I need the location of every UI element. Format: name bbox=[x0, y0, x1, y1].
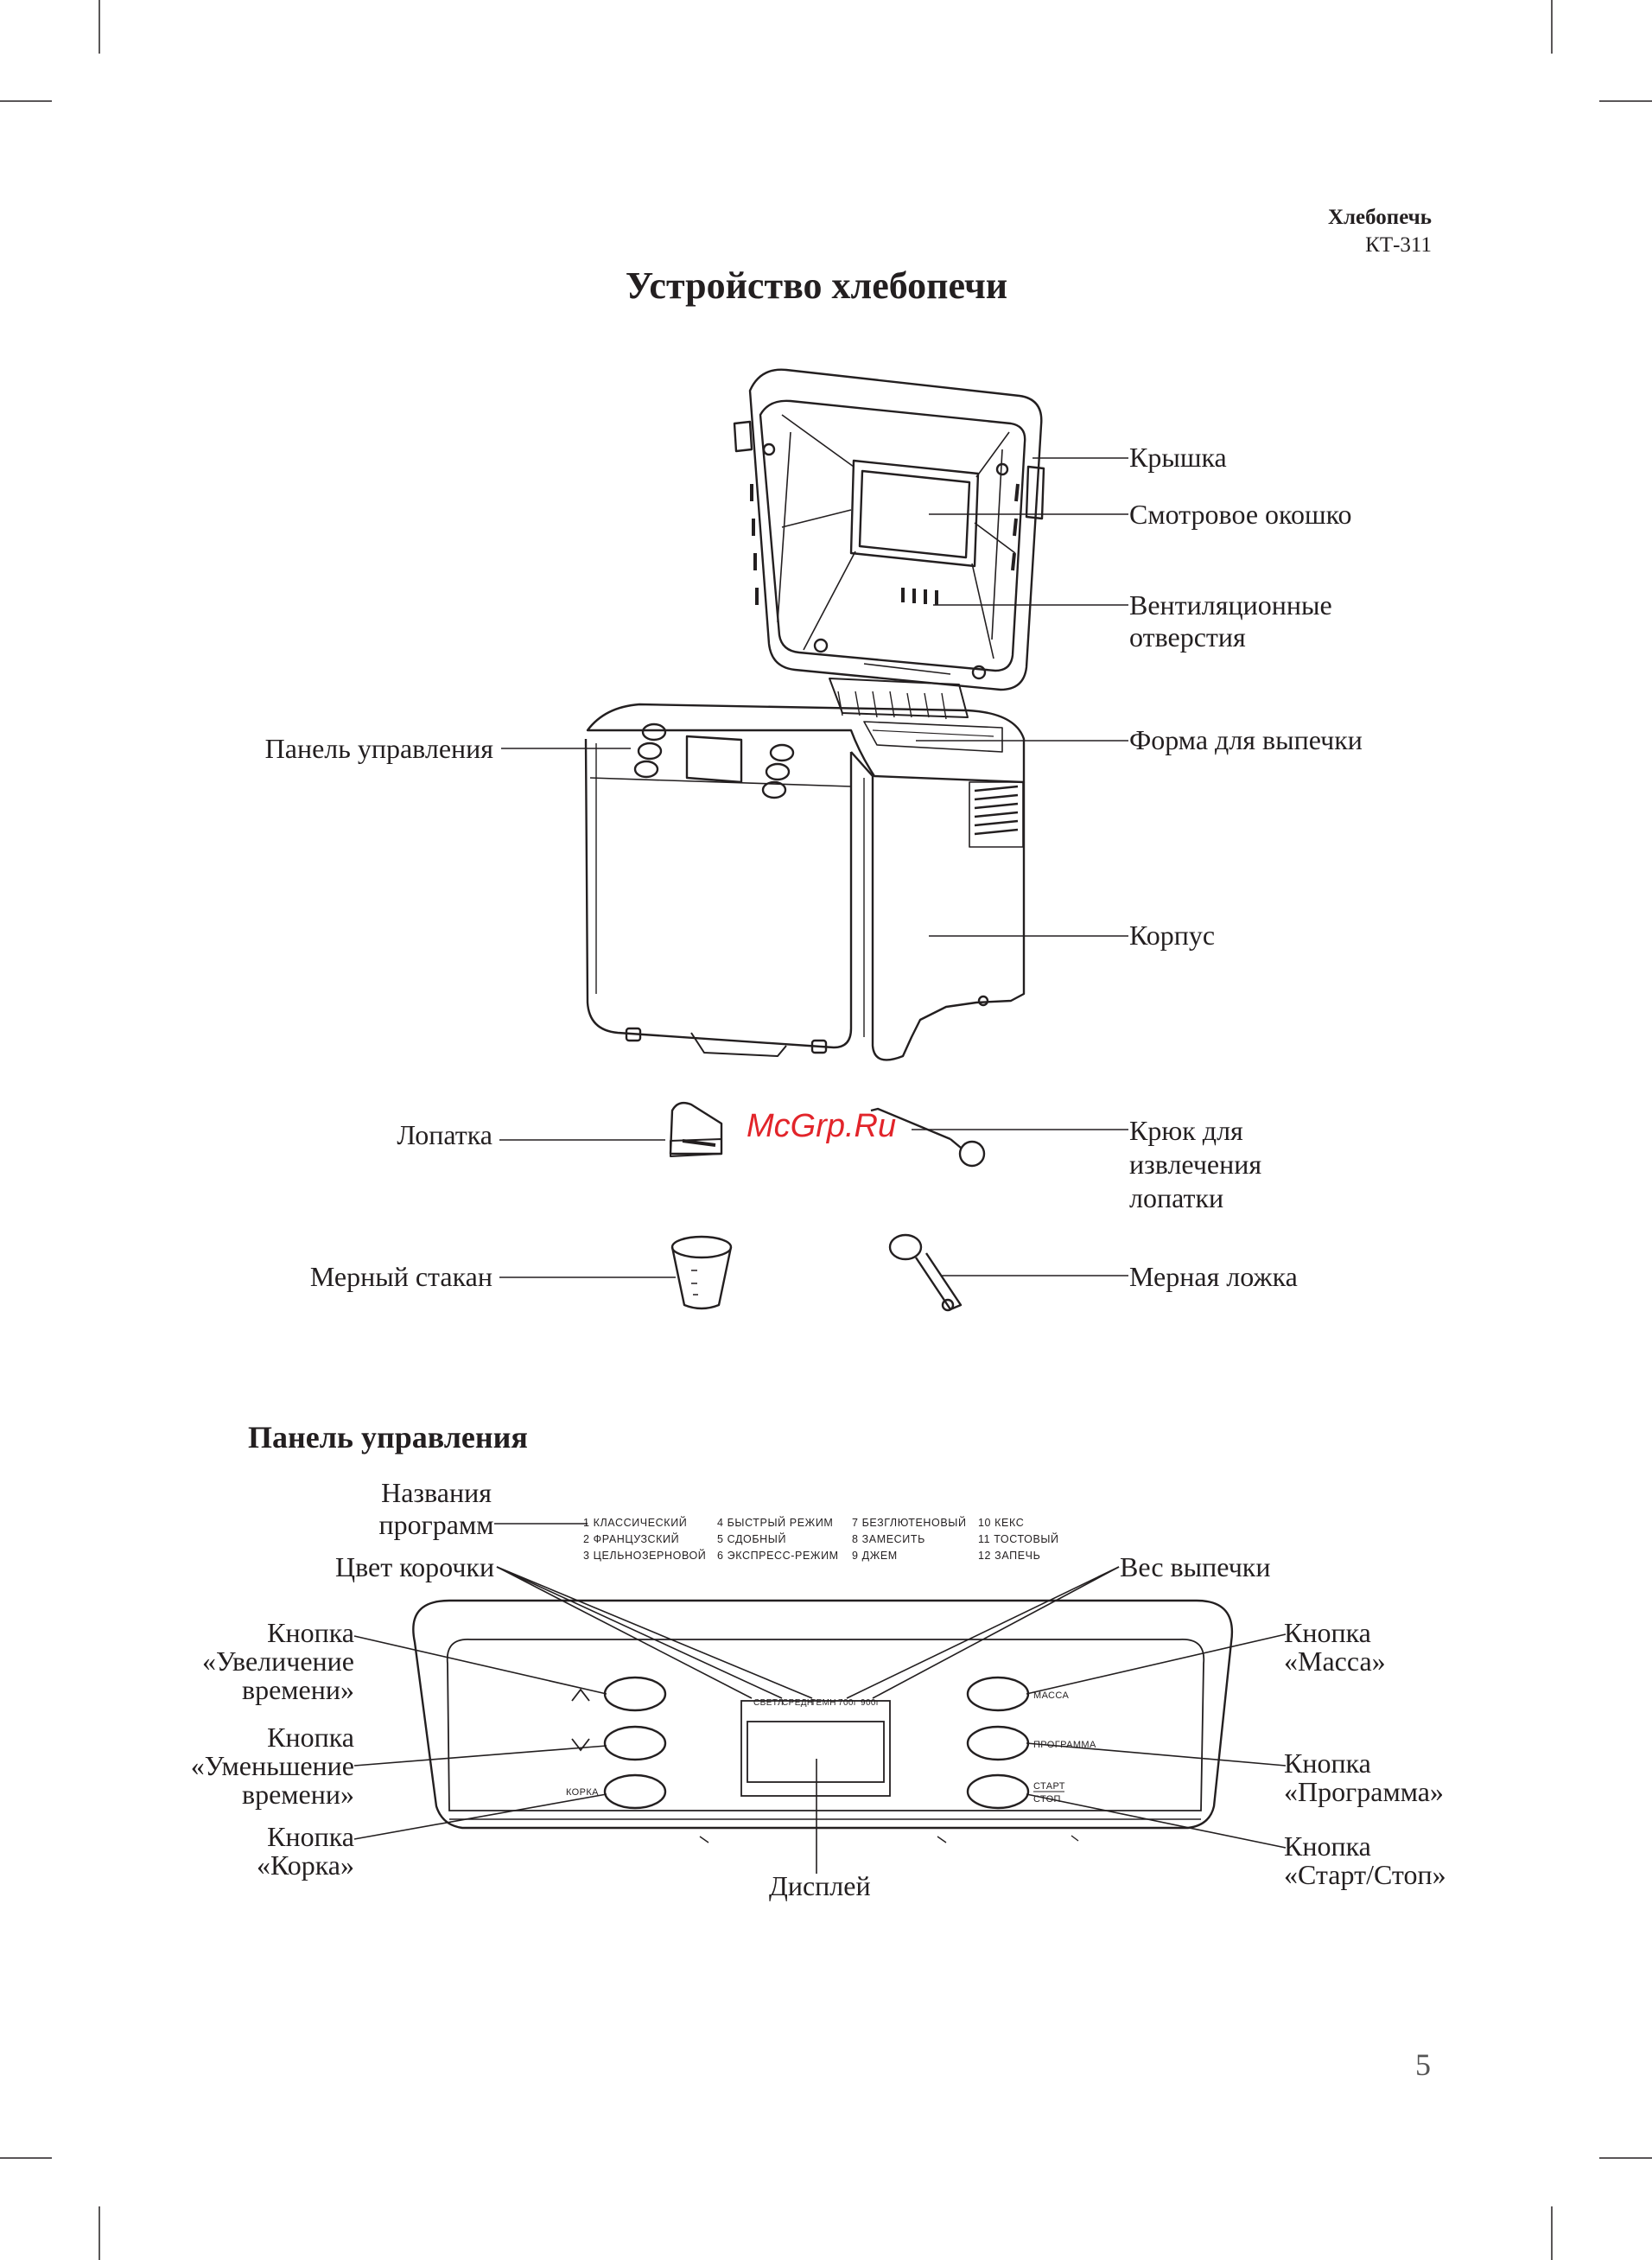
label-btn-program-line2: «Программа» bbox=[1284, 1776, 1444, 1807]
body-drawing bbox=[584, 703, 1026, 1061]
label-btn-start-line2: «Старт/Стоп» bbox=[1284, 1859, 1446, 1890]
program-list-col4: 10 КЕКС 11 ТОСТОВЫЙ 12 ЗАПЕЧЬ bbox=[978, 1515, 1059, 1564]
program-item: 3 ЦЕЛЬНОЗЕРНОВОЙ bbox=[583, 1550, 707, 1562]
program-item: 5 СДОБНЫЙ bbox=[717, 1533, 787, 1545]
section-title: Устройство хлебопечи bbox=[625, 264, 1008, 307]
program-list-col3: 7 БЕЗГЛЮТЕНОВЫЙ 8 ЗАМЕСИТЬ 9 ДЖЕМ bbox=[852, 1515, 967, 1564]
leader-lines bbox=[499, 457, 1128, 1278]
label-vents-line1: Вентиляционные bbox=[1129, 589, 1332, 621]
cup-drawing bbox=[670, 1235, 733, 1310]
page-number: 5 bbox=[1415, 2047, 1431, 2082]
program-item: 11 ТОСТОВЫЙ bbox=[978, 1533, 1059, 1545]
label-btn-mass: Кнопка «Масса» bbox=[1284, 1619, 1386, 1676]
label-btn-program: Кнопка «Программа» bbox=[1284, 1749, 1444, 1806]
label-vents: Вентиляционные отверстия bbox=[1129, 589, 1332, 653]
label-hook-line1: Крюк для bbox=[1129, 1115, 1243, 1146]
indicator-700g: 700г bbox=[838, 1698, 857, 1708]
label-btn-crust-line1: Кнопка bbox=[267, 1821, 354, 1852]
label-paddle: Лопатка bbox=[397, 1119, 492, 1150]
label-btn-increase: Кнопка «Увеличение времени» bbox=[202, 1619, 354, 1704]
label-btn-crust: Кнопка «Корка» bbox=[257, 1823, 354, 1880]
label-hook: Крюк для извлечения лопатки bbox=[1129, 1114, 1261, 1215]
label-btn-decrease-line2: «Уменьшение bbox=[190, 1750, 354, 1781]
lid-drawing bbox=[733, 368, 1045, 691]
label-btn-decrease-line3: времени» bbox=[241, 1779, 354, 1810]
label-vents-line2: отверстия bbox=[1129, 621, 1246, 653]
label-btn-mass-line2: «Масса» bbox=[1284, 1646, 1386, 1677]
start-button-label: СТАРТ bbox=[1033, 1781, 1065, 1792]
label-program-names-line2: программ bbox=[378, 1509, 494, 1540]
label-program-names-line1: Названия bbox=[381, 1477, 492, 1508]
spoon-drawing bbox=[888, 1233, 963, 1312]
label-control-panel: Панель управления bbox=[264, 733, 493, 764]
label-lid: Крышка bbox=[1129, 442, 1227, 473]
header-model: КТ-311 bbox=[1365, 233, 1432, 257]
label-display: Дисплей bbox=[769, 1870, 871, 1901]
indicator-dark: ТЕМН bbox=[810, 1698, 836, 1708]
label-pan: Форма для выпечки bbox=[1129, 724, 1363, 755]
label-hook-line2: извлечения bbox=[1129, 1149, 1262, 1180]
label-btn-mass-line1: Кнопка bbox=[1284, 1617, 1371, 1648]
crust-button-label: КОРКА bbox=[566, 1787, 599, 1798]
indicator-900g: 900г bbox=[861, 1698, 880, 1708]
label-program-names: Названия программ bbox=[372, 1477, 501, 1541]
label-weight: Вес выпечки bbox=[1120, 1551, 1271, 1582]
label-btn-increase-line1: Кнопка bbox=[267, 1617, 354, 1648]
label-body: Корпус bbox=[1129, 920, 1216, 951]
label-cup: Мерный стакан bbox=[309, 1261, 492, 1292]
label-btn-start: Кнопка «Старт/Стоп» bbox=[1284, 1832, 1446, 1889]
header-title: Хлебопечь bbox=[1327, 206, 1432, 229]
label-btn-start-line1: Кнопка bbox=[1284, 1830, 1371, 1862]
paddle-drawing bbox=[669, 1101, 723, 1157]
panel-leader-lines bbox=[353, 1523, 1287, 1874]
label-btn-decrease: Кнопка «Уменьшение времени» bbox=[191, 1723, 354, 1809]
program-list-col1: 1 КЛАССИЧЕСКИЙ 2 ФРАНЦУЗСКИЙ 3 ЦЕЛЬНОЗЕР… bbox=[583, 1515, 706, 1564]
panel-face-text: СВЕТЛ СРЕДН ТЕМН 700г 900г КОРКА МАССА П… bbox=[566, 1690, 1096, 1805]
label-btn-increase-line2: «Увеличение bbox=[201, 1646, 354, 1677]
program-item: 10 КЕКС bbox=[978, 1517, 1025, 1529]
panel-section-title: Панель управления bbox=[248, 1420, 528, 1455]
program-item: 1 КЛАССИЧЕСКИЙ bbox=[583, 1517, 688, 1529]
label-btn-crust-line2: «Корка» bbox=[256, 1849, 354, 1881]
label-btn-decrease-line1: Кнопка bbox=[267, 1722, 354, 1753]
program-item: 6 ЭКСПРЕСС-РЕЖИМ bbox=[717, 1550, 839, 1562]
program-item: 8 ЗАМЕСИТЬ bbox=[852, 1533, 925, 1545]
indicator-medium: СРЕДН bbox=[782, 1698, 814, 1708]
label-spoon: Мерная ложка bbox=[1129, 1261, 1298, 1292]
program-item: 12 ЗАПЕЧЬ bbox=[978, 1550, 1041, 1562]
program-item: 9 ДЖЕМ bbox=[852, 1550, 898, 1562]
program-item: 4 БЫСТРЫЙ РЕЖИМ bbox=[717, 1517, 834, 1529]
stop-button-label: СТОП bbox=[1033, 1794, 1061, 1805]
label-crust-color: Цвет корочки bbox=[335, 1551, 495, 1582]
label-btn-increase-line3: времени» bbox=[241, 1674, 354, 1705]
program-item: 2 ФРАНЦУЗСКИЙ bbox=[583, 1533, 680, 1545]
mass-button-label: МАССА bbox=[1033, 1690, 1070, 1701]
watermark: McGrp.Ru bbox=[747, 1108, 897, 1144]
program-list-col2: 4 БЫСТРЫЙ РЕЖИМ 5 СДОБНЫЙ 6 ЭКСПРЕСС-РЕЖ… bbox=[717, 1515, 839, 1564]
bread-maker-illustration bbox=[584, 368, 1045, 1312]
label-window: Смотровое окошко bbox=[1129, 499, 1352, 530]
indicator-light: СВЕТЛ bbox=[753, 1698, 784, 1708]
label-btn-program-line1: Кнопка bbox=[1284, 1748, 1371, 1779]
label-hook-line3: лопатки bbox=[1129, 1182, 1224, 1213]
program-item: 7 БЕЗГЛЮТЕНОВЫЙ bbox=[852, 1517, 967, 1529]
